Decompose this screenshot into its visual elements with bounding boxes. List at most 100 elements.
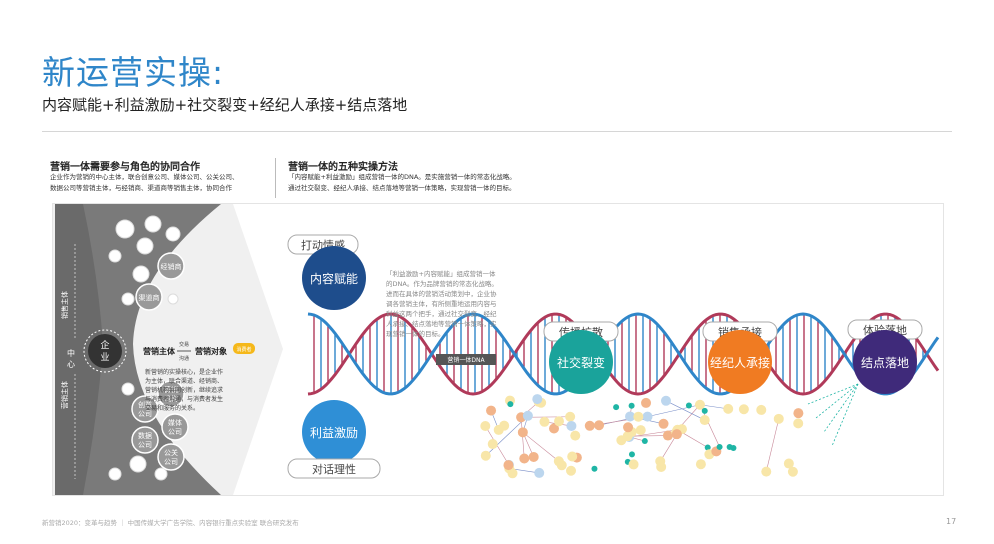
svg-text:企: 企 bbox=[100, 339, 109, 351]
node-label: 经纪人承接 bbox=[710, 355, 770, 370]
node-social-fission: 传播扩散 社交裂变 bbox=[543, 321, 619, 394]
molecule-dot bbox=[633, 411, 644, 422]
left-desc-line: 企业作为营销的中心主体，联合创意公司、媒体公司、公关公司、 bbox=[50, 173, 239, 181]
bubble-pr: 公关 公司 bbox=[157, 443, 185, 471]
diagram-panel: 经销商 渠道商 营销 机构 创意 公司 媒体 公司 数据 公司 公关 公司 销售… bbox=[52, 203, 944, 496]
molecule-dot bbox=[566, 465, 577, 476]
molecule-dot bbox=[695, 459, 706, 470]
svg-text:数据: 数据 bbox=[138, 431, 152, 440]
molecule-dot bbox=[793, 418, 804, 429]
title-divider bbox=[42, 131, 952, 132]
dna-label: 营销一体DNA bbox=[447, 356, 485, 364]
svg-text:与消费者沟通，与消费者发生: 与消费者沟通，与消费者发生 bbox=[145, 395, 223, 403]
svg-text:利益这两个把手，通过社交裂变、经纪: 利益这两个把手，通过社交裂变、经纪 bbox=[386, 309, 497, 318]
landing-link bbox=[815, 383, 859, 419]
node-label: 利益激励 bbox=[310, 426, 358, 440]
dna-label-box bbox=[436, 354, 496, 365]
molecule-dot bbox=[507, 468, 518, 479]
molecule-dot bbox=[553, 456, 564, 467]
molecule-dot bbox=[628, 451, 635, 458]
svg-text:进而在具体的营销活动策划中，企业协: 进而在具体的营销活动策划中，企业协 bbox=[386, 289, 497, 298]
molecule-dot bbox=[783, 458, 794, 469]
molecule-dot bbox=[641, 397, 652, 408]
molecule-dot bbox=[628, 459, 639, 470]
molecule-dot bbox=[642, 411, 653, 422]
bubble-label: 渠道商 bbox=[139, 293, 160, 302]
page-subtitle: 内容赋能+利益激励+社交裂变+经纪人承接+结点落地 bbox=[42, 96, 408, 114]
svg-text:公司: 公司 bbox=[168, 428, 182, 436]
molecule-dot bbox=[487, 439, 498, 450]
molecule-link bbox=[647, 404, 701, 417]
svg-text:新营销的实操核心，是企业作: 新营销的实操核心，是企业作 bbox=[145, 368, 223, 376]
molecule-dot bbox=[554, 416, 565, 427]
svg-text:为主体，联合渠道、经销商、: 为主体，联合渠道、经销商、 bbox=[145, 377, 223, 385]
axis-sales-label: 销售主体 bbox=[60, 291, 69, 319]
bubble-channel: 渠道商 bbox=[135, 283, 163, 311]
axis-center-label: 中 bbox=[67, 348, 75, 358]
footer-source: 新营销2020：变革与趋势 ｜ 中国传媒大学广告学院、内容银行重点实验室 联合研… bbox=[42, 519, 299, 527]
molecule-dot bbox=[726, 444, 733, 451]
molecule-dot bbox=[480, 450, 491, 461]
right-desc-line: 「内容赋能+利益激励」组成营销一体的DNA。是实施营销一体的常态化战略。 bbox=[288, 173, 516, 181]
bubble-media: 媒体 公司 bbox=[161, 413, 189, 441]
svg-text:创意: 创意 bbox=[138, 400, 152, 409]
svg-text:调各营销主体，有所侧重地运用内容与: 调各营销主体，有所侧重地运用内容与 bbox=[386, 299, 497, 308]
molecule-dot bbox=[623, 422, 634, 433]
dna-desc: 「利益激励+内容赋能」组成营销一体 的DNA。作为品牌营销的常态化战略。 进而在… bbox=[386, 269, 498, 338]
left-section-desc: 企业作为营销的中心主体，联合创意公司、媒体公司、公关公司、 数据公司等营销主体，… bbox=[50, 172, 239, 194]
empty-bubbles bbox=[108, 215, 181, 481]
landing-link bbox=[823, 383, 859, 433]
molecule-dot bbox=[685, 402, 692, 409]
node-broker-undertake: 销售承接 经纪人承接 bbox=[702, 321, 778, 394]
consumer-badge-label: 消费者 bbox=[236, 346, 251, 353]
molecule-dot bbox=[716, 443, 723, 450]
molecule-dot bbox=[761, 466, 772, 477]
node-label: 社交裂变 bbox=[557, 355, 605, 370]
molecule-dot bbox=[723, 403, 734, 414]
molecule-dot bbox=[662, 430, 673, 441]
svg-text:机构: 机构 bbox=[164, 394, 178, 403]
core-enterprise: 企 业 bbox=[88, 334, 122, 368]
left-desc-line: 数据公司等营销主体，与经销商、渠道商等销售主体，协同合作 bbox=[50, 184, 232, 192]
molecule-dot bbox=[539, 416, 550, 427]
molecule-dot bbox=[773, 413, 784, 424]
molecule-dot bbox=[641, 438, 648, 445]
svg-text:业: 业 bbox=[100, 352, 109, 363]
svg-text:公司: 公司 bbox=[164, 458, 178, 466]
molecule-network bbox=[480, 383, 859, 479]
molecule-dot bbox=[787, 466, 798, 477]
molecule-dot bbox=[660, 395, 671, 406]
node-point-landing: 体验落地 结点落地 bbox=[847, 319, 923, 394]
molecule-link bbox=[765, 418, 780, 472]
molecule-dot bbox=[566, 420, 577, 431]
section-divider bbox=[275, 158, 276, 198]
landing-link bbox=[831, 383, 859, 447]
molecule-dot bbox=[625, 411, 636, 422]
svg-text:公司: 公司 bbox=[138, 441, 152, 449]
svg-text:媒体: 媒体 bbox=[168, 418, 182, 427]
left-section-heading: 营销一体需要参与角色的协同合作 bbox=[50, 162, 200, 173]
molecule-dot bbox=[591, 465, 598, 472]
molecule-dot bbox=[738, 404, 749, 415]
flow-from-label: 营销主体 bbox=[143, 346, 176, 356]
node-label: 结点落地 bbox=[861, 356, 909, 370]
bubble-agency: 营销 机构 bbox=[157, 380, 185, 408]
molecule-link bbox=[522, 432, 560, 462]
node-benefit-incentive: 利益激励 对话理性 bbox=[287, 400, 381, 479]
molecule-dot bbox=[507, 401, 514, 408]
molecule-dot bbox=[570, 430, 581, 441]
flow-mid2-label: 沟通 bbox=[179, 355, 189, 362]
funnel-desc: 新营销的实操核心，是企业作 为主体，联合渠道、经销商、 营销机构共同创新，继续追… bbox=[145, 368, 223, 412]
svg-text:人承接、结点落地等营销一体策略，实: 人承接、结点落地等营销一体策略，实 bbox=[386, 319, 497, 328]
svg-text:营销: 营销 bbox=[164, 385, 178, 394]
consumer-badge bbox=[233, 343, 255, 354]
node-content-empowerment: 打动情感 内容赋能 bbox=[287, 234, 366, 310]
right-section-desc: 「内容赋能+利益激励」组成营销一体的DNA。是实施营销一体的常态化战略。 通过社… bbox=[288, 172, 516, 194]
landing-link bbox=[807, 383, 859, 405]
bubble-creative: 创意 公司 bbox=[131, 395, 159, 423]
molecule-dot bbox=[793, 408, 804, 419]
flow-to-label: 营销对象 bbox=[195, 346, 227, 356]
molecule-link bbox=[485, 415, 529, 456]
page-title: 新运营实操: bbox=[42, 53, 225, 92]
molecule-link bbox=[665, 400, 705, 421]
